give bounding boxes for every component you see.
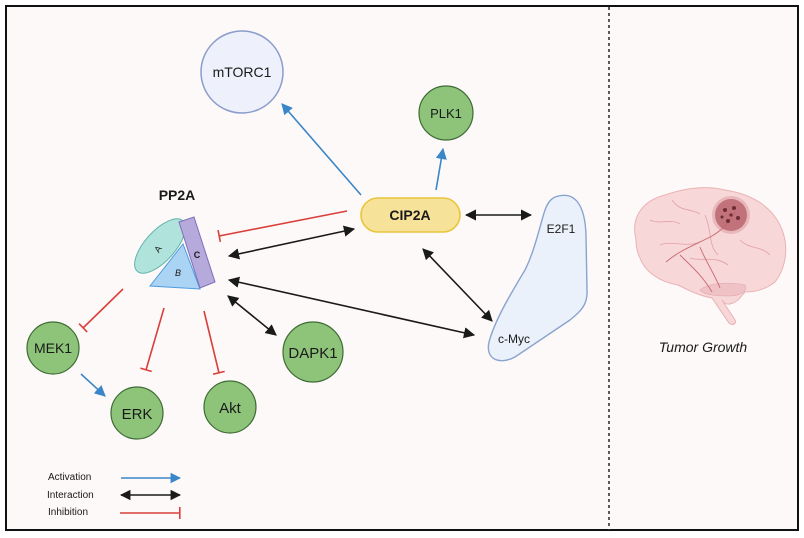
edge-pp2a-akt-inhibition	[203, 310, 225, 375]
node-mtorc1-label: mTORC1	[213, 64, 272, 80]
node-e2f1-label: E2F1	[547, 222, 576, 236]
edge-cip2a-cmyc-interaction	[422, 248, 493, 322]
node-e2f1-cmyc-complex: E2F1 c-Myc	[487, 194, 588, 362]
node-erk: ERK	[110, 386, 164, 440]
edge-pp2a-dapk1-interaction	[227, 295, 277, 336]
node-plk1: PLK1	[418, 85, 474, 141]
edge-cip2a-pp2a-inhibition	[217, 210, 348, 243]
node-dapk1: DAPK1	[282, 321, 344, 383]
node-mek1: MEK1	[26, 321, 80, 375]
pp2a-subunit-b-shape	[149, 242, 201, 290]
legend-activation-label: Activation	[48, 472, 91, 483]
node-cip2a: CIP2A	[360, 197, 461, 233]
node-erk-label: ERK	[122, 406, 153, 423]
node-akt-label: Akt	[219, 400, 242, 417]
edge-cip2a-plk1-activation	[435, 147, 447, 191]
edge-pp2a-mek1-inhibition	[78, 288, 124, 333]
node-mtorc1: mTORC1	[200, 30, 284, 114]
legend: Activation Interaction Inhibition	[47, 472, 182, 519]
pp2a-subunit-c-label: C	[194, 250, 201, 260]
legend-inhibition-label: Inhibition	[48, 507, 88, 518]
edge-pp2a-erk-inhibition	[140, 307, 165, 373]
node-pp2a: PP2A A B C	[134, 187, 216, 290]
edge-pp2a-cmyc-interaction	[227, 276, 476, 339]
pp2a-subunit-c-shape	[178, 216, 216, 289]
node-pp2a-label: PP2A	[159, 187, 196, 203]
edge-cip2a-mtorc1-activation	[281, 103, 362, 196]
edge-mek1-erk-activation	[80, 373, 106, 397]
node-cip2a-label: CIP2A	[389, 207, 430, 223]
brain-tumor-illustration	[634, 187, 787, 325]
node-dapk1-label: DAPK1	[288, 345, 337, 362]
edge-pp2a-cip2a-interaction	[227, 225, 356, 260]
edges	[78, 103, 533, 397]
legend-interaction-label: Interaction	[47, 490, 94, 501]
node-cmyc-label: c-Myc	[498, 332, 530, 346]
pp2a-subunit-a-label: A	[152, 244, 164, 255]
node-akt: Akt	[203, 380, 257, 434]
node-plk1-label: PLK1	[430, 106, 462, 121]
outcome-label: Tumor Growth	[659, 339, 748, 355]
pp2a-subunit-b-label: B	[175, 268, 181, 278]
node-mek1-label: MEK1	[34, 340, 72, 356]
